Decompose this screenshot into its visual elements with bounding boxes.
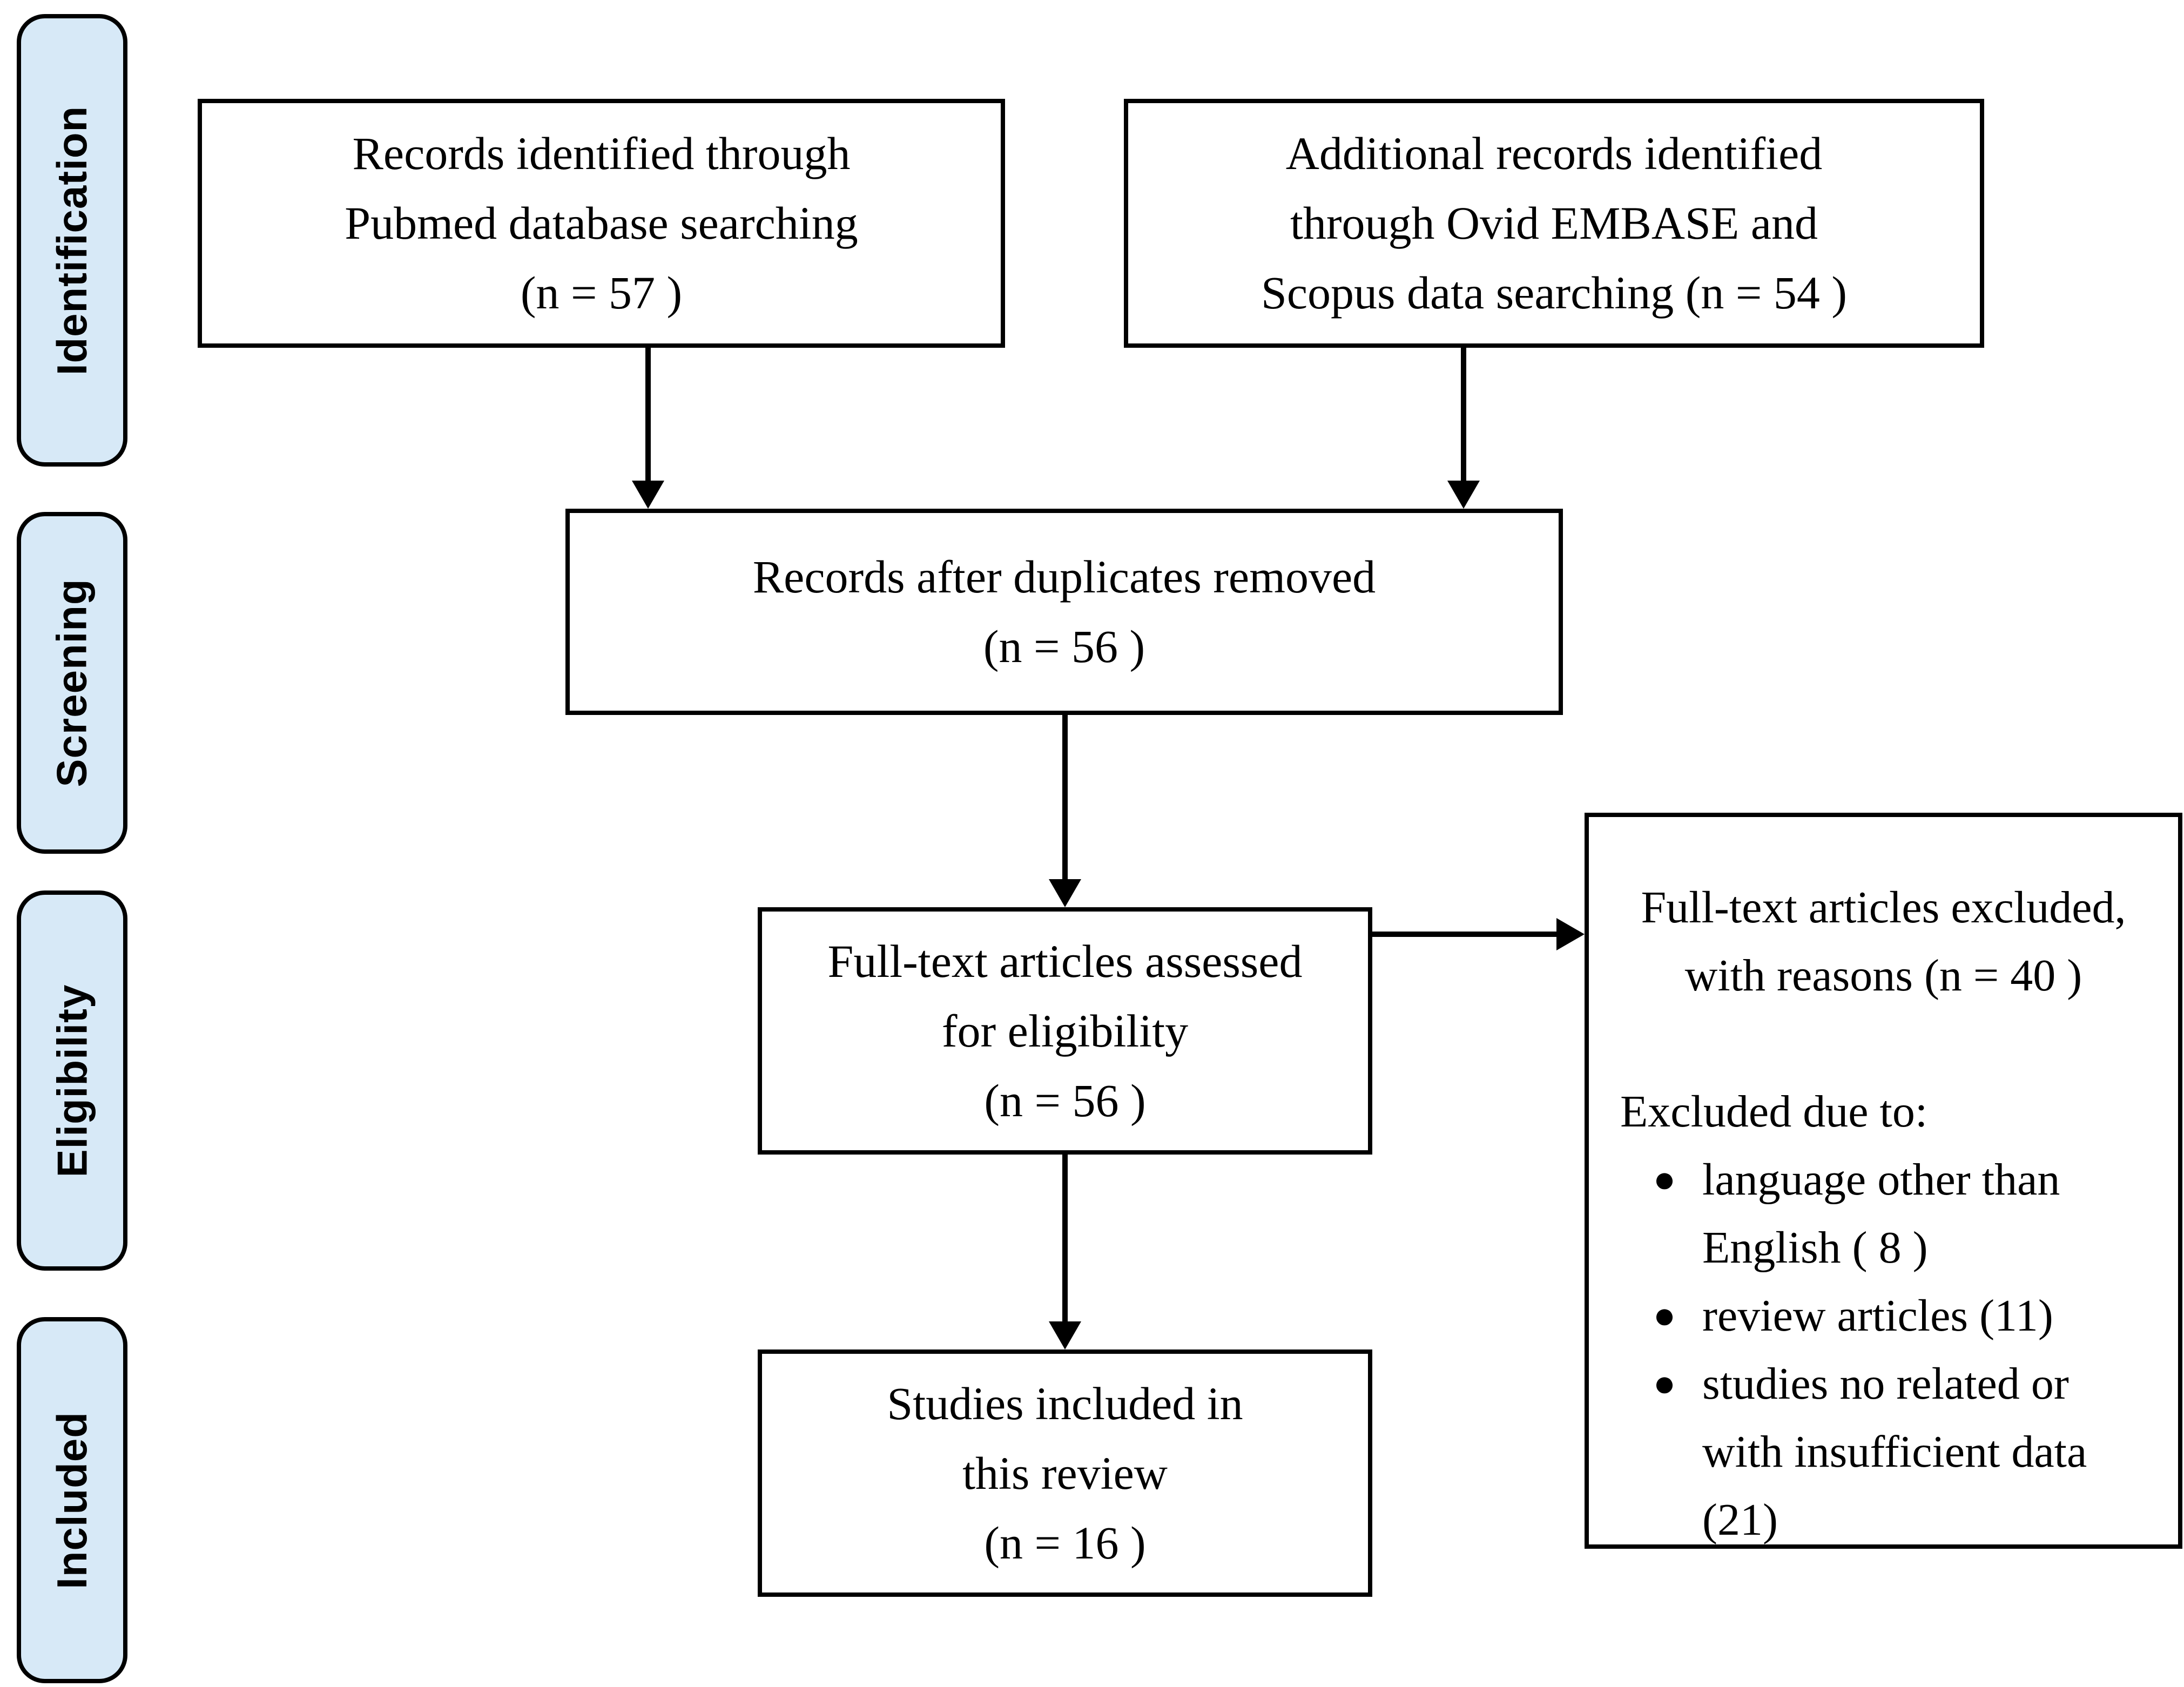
box-fulltext-assessed-count: (n = 56 )	[984, 1074, 1146, 1126]
excluded-reason-item: ● studies no related or with insufficien…	[1627, 1350, 2156, 1554]
box-duplicates-removed: Records after duplicates removed (n = 56…	[565, 509, 1563, 715]
stage-label-included-text: Included	[48, 1411, 96, 1589]
box-fulltext-assessed-line2: for eligibility	[941, 1004, 1189, 1057]
stage-label-eligibility: Eligibility	[17, 890, 127, 1271]
connector-duplicates-to-fulltext	[1062, 715, 1068, 880]
arrowhead-fulltext-to-included	[1049, 1321, 1081, 1349]
box-records-pubmed-count: (n = 57 )	[520, 267, 683, 319]
stage-label-screening: Screening	[17, 512, 127, 854]
box-fulltext-assessed: Full-text articles assessed for eligibil…	[758, 907, 1372, 1155]
box-fulltext-excluded: Full-text articles excluded, with reason…	[1585, 813, 2182, 1549]
bullet-icon: ●	[1653, 1159, 1676, 1200]
stage-label-included: Included	[17, 1317, 127, 1683]
box-duplicates-removed-count: (n = 56 )	[983, 620, 1145, 672]
arrowhead-pubmed-to-duplicates	[632, 481, 664, 509]
box-records-additional: Additional records identified through Ov…	[1124, 99, 1984, 348]
excluded-reason-review: review articles (11)	[1702, 1291, 2053, 1341]
stage-label-identification-text: Identification	[48, 105, 96, 375]
box-records-pubmed-line2: Pubmed database searching	[345, 197, 858, 249]
box-records-additional-line2: through Ovid EMBASE and	[1290, 197, 1818, 249]
box-records-pubmed: Records identified through Pubmed databa…	[198, 99, 1005, 348]
box-records-pubmed-line1: Records identified through	[352, 127, 851, 179]
excluded-reason-unrelated: studies no related or with insufficient …	[1702, 1359, 2087, 1545]
excluded-reason-item: ● language other than English ( 8 )	[1627, 1146, 2156, 1282]
box-fulltext-assessed-line1: Full-text articles assessed	[827, 935, 1303, 987]
box-duplicates-removed-line1: Records after duplicates removed	[752, 551, 1376, 603]
box-studies-included-count: (n = 16 )	[984, 1516, 1146, 1569]
connector-fulltext-to-excluded	[1372, 932, 1558, 937]
arrowhead-duplicates-to-fulltext	[1049, 879, 1081, 907]
box-fulltext-excluded-count: with reasons (n = 40 )	[1684, 950, 2082, 1001]
box-records-additional-count: Scopus data searching (n = 54 )	[1261, 267, 1847, 319]
box-studies-included: Studies included in this review (n = 16 …	[758, 1349, 1372, 1597]
box-studies-included-line1: Studies included in	[887, 1377, 1243, 1429]
bullet-icon: ●	[1653, 1295, 1676, 1337]
arrowhead-fulltext-to-excluded	[1556, 918, 1585, 950]
connector-fulltext-to-included	[1062, 1155, 1068, 1322]
box-records-additional-line1: Additional records identified	[1285, 127, 1823, 179]
excluded-reasons-list: ● language other than English ( 8 ) ● re…	[1589, 1146, 2178, 1554]
connector-pubmed-to-duplicates	[645, 346, 651, 482]
box-fulltext-excluded-line1: Full-text articles excluded,	[1641, 882, 2126, 933]
excluded-reason-item: ● review articles (11)	[1627, 1282, 2156, 1350]
stage-label-screening-text: Screening	[48, 578, 96, 787]
stage-label-identification: Identification	[17, 14, 127, 467]
excluded-reason-language: language other than English ( 8 )	[1702, 1155, 2060, 1273]
connector-additional-to-duplicates	[1461, 346, 1466, 482]
stage-label-eligibility-text: Eligibility	[48, 984, 96, 1177]
box-studies-included-line2: this review	[962, 1447, 1168, 1499]
arrowhead-additional-to-duplicates	[1447, 481, 1480, 509]
bullet-icon: ●	[1653, 1363, 1676, 1405]
excluded-reasons-heading: Excluded due to:	[1620, 1087, 1928, 1137]
